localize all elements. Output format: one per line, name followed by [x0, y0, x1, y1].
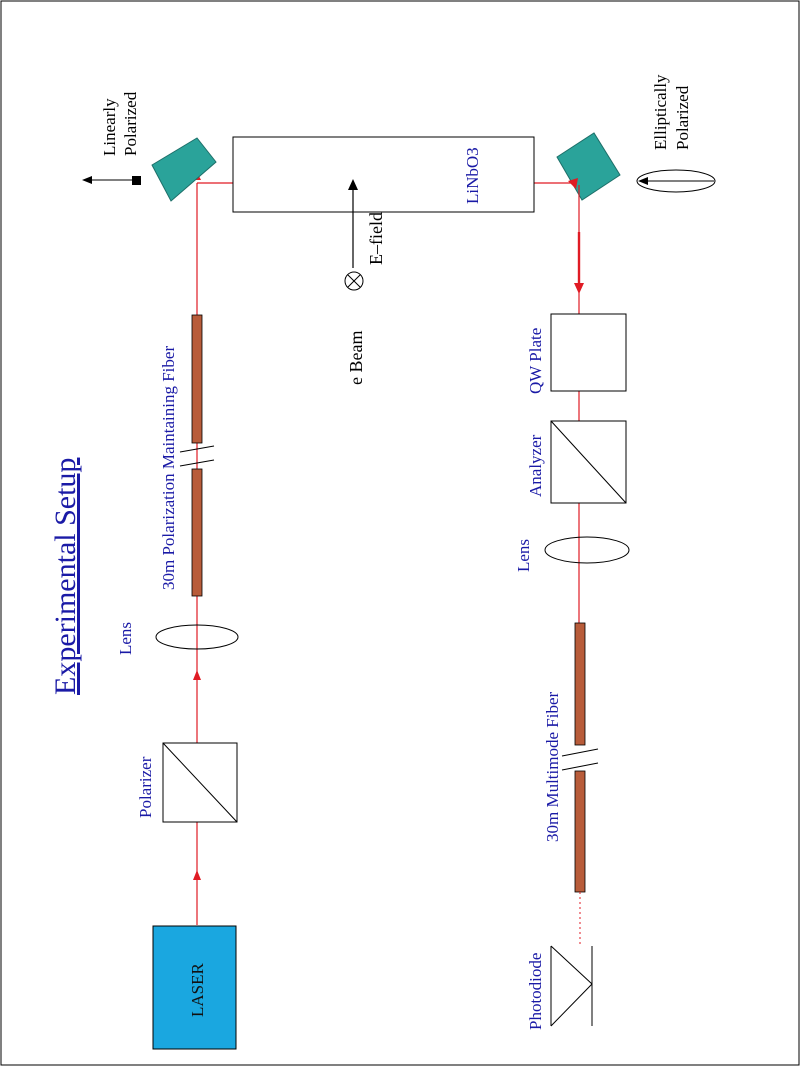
pm-fiber-label: 30m Polarization Maintaining Fiber — [159, 346, 178, 590]
pm-fiber-lower — [191, 468, 203, 597]
elliptically-label-2: Polarized — [673, 85, 692, 150]
mirror-2 — [556, 132, 621, 201]
laser-box — [152, 925, 237, 1050]
linearly-label-1: Linearly — [100, 98, 119, 156]
elliptically-label-1: Elliptically — [651, 74, 670, 150]
mm-fiber-upper — [574, 622, 586, 746]
qw-plate-label: QW Plate — [526, 328, 545, 394]
analyzer-label: Analyzer — [526, 434, 545, 497]
beam-arrow-2 — [193, 670, 201, 680]
photodiode-label: Photodiode — [526, 953, 545, 1030]
ebeam-label: e Beam — [346, 331, 366, 385]
mirror-1 — [151, 137, 217, 202]
polarizer-diagonal — [162, 742, 238, 823]
fiber-break-upper-2 — [179, 459, 215, 467]
analyzer-diagonal — [550, 420, 627, 504]
fiber-break-lower-2 — [561, 762, 599, 771]
photodiode-diag-2 — [550, 983, 593, 1027]
lens-upper — [155, 624, 239, 650]
beam-arrow-mirror2 — [568, 178, 578, 189]
polarizer-label: Polarizer — [136, 756, 155, 818]
laser-label: LASER — [188, 963, 207, 1018]
beam-arrow-down-head — [574, 283, 584, 294]
mm-fiber-lower — [574, 770, 586, 893]
fiber-break-upper-1 — [179, 445, 215, 453]
linearly-label-2: Polarized — [121, 91, 140, 156]
linbo3-crystal — [232, 136, 535, 213]
beam-arrow-1 — [193, 870, 201, 880]
lens-upper-label: Lens — [116, 622, 135, 655]
qw-plate — [550, 313, 627, 392]
elliptical-pol-arrow — [638, 177, 648, 185]
page-title: Experimental Setup — [49, 458, 82, 695]
elliptical-pol-ellipse — [636, 169, 716, 193]
lens-lower — [544, 536, 630, 564]
ebeam-cross-2 — [347, 274, 361, 288]
lens-lower-label: Lens — [514, 539, 533, 572]
photodiode-diag-1 — [550, 945, 593, 985]
fiber-break-lower-1 — [561, 748, 599, 757]
linear-pol-arrow — [82, 176, 92, 184]
efield-arrow-head — [348, 179, 358, 190]
mm-fiber-label: 30m Multimode Fiber — [543, 692, 562, 843]
linear-pol-square — [132, 176, 141, 185]
crystal-label: LiNbO3 — [463, 147, 482, 204]
pm-fiber-upper — [191, 314, 203, 444]
efield-label: E–field — [366, 212, 386, 265]
